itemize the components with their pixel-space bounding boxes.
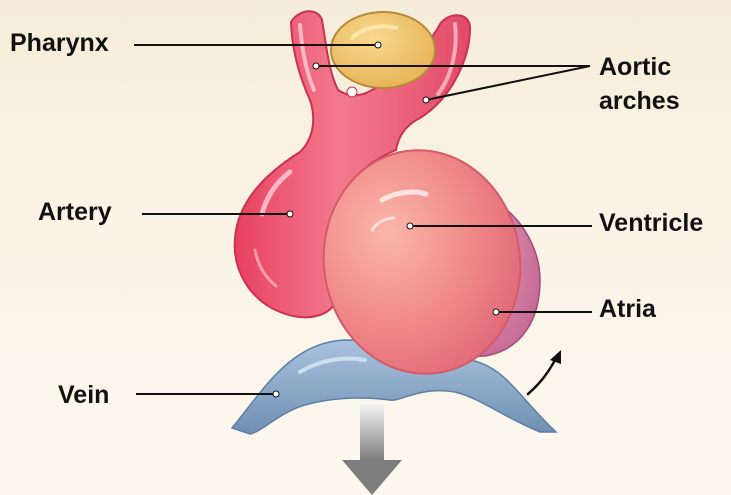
dot-aortic-left: [313, 63, 319, 69]
dot-aortic-right: [423, 97, 429, 103]
label-arches: arches: [599, 86, 680, 116]
label-pharynx: Pharynx: [10, 28, 109, 58]
dot-ventricle: [407, 223, 413, 229]
label-vein: Vein: [58, 380, 109, 410]
pharynx: [331, 12, 435, 88]
dot-artery: [287, 211, 293, 217]
dot-pharynx: [375, 42, 381, 48]
dot-atria: [493, 309, 499, 315]
arch-junction: [347, 87, 357, 97]
curved-flow-arrow-icon: [528, 350, 561, 394]
label-artery: Artery: [38, 197, 112, 227]
label-atria: Atria: [599, 294, 656, 324]
dot-vein: [273, 391, 279, 397]
label-ventricle: Ventricle: [599, 208, 703, 238]
down-arrow-icon: [342, 402, 402, 495]
label-aortic: Aortic: [599, 52, 671, 82]
